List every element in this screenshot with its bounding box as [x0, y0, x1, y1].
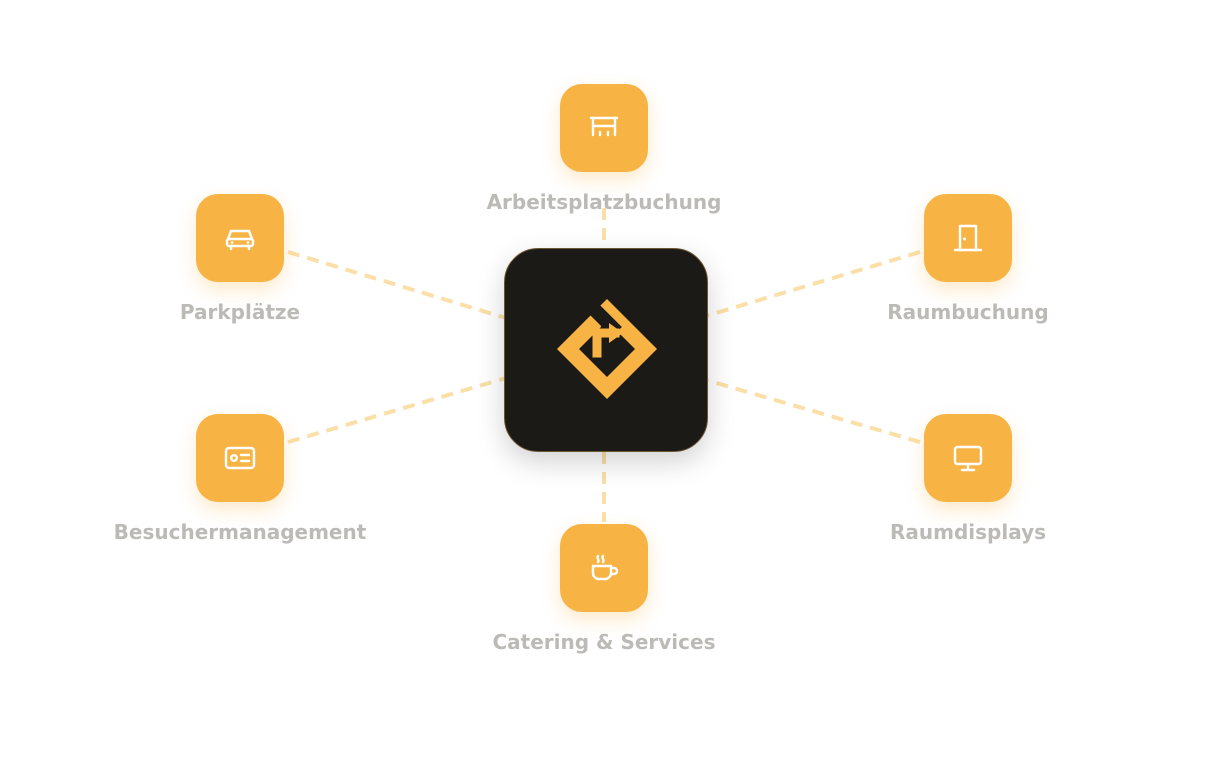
- id-card-icon: [224, 446, 256, 470]
- node-raumdisplays[interactable]: [924, 414, 1012, 502]
- connector-besuchermanagement: [287, 376, 507, 444]
- coffee-cup-icon: [591, 554, 619, 581]
- connector-raumdisplays: [705, 378, 921, 444]
- node-catering-services[interactable]: [560, 524, 648, 612]
- node-arbeitsplatzbuchung[interactable]: [560, 84, 648, 172]
- car-icon: [225, 229, 255, 251]
- door-icon: [953, 224, 983, 252]
- label-raumbuchung: Raumbuchung: [887, 300, 1049, 324]
- label-besuchermanagement: Besuchermanagement: [113, 520, 367, 544]
- node-raumbuchung[interactable]: [924, 194, 1012, 282]
- node-besuchermanagement[interactable]: [196, 414, 284, 502]
- logo-diamond-arrow-icon: [557, 299, 657, 399]
- node-parkplaetze[interactable]: [196, 194, 284, 282]
- label-raumdisplays: Raumdisplays: [889, 520, 1047, 544]
- monitor-icon: [953, 445, 983, 472]
- desk-icon: [589, 116, 619, 137]
- label-arbeitsplatzbuchung: Arbeitsplatzbuchung: [486, 190, 722, 214]
- central-hub: [504, 248, 708, 452]
- connector-parkplaetze: [287, 250, 507, 320]
- connector-raumbuchung: [705, 250, 921, 318]
- label-catering-services: Catering & Services: [492, 630, 716, 654]
- label-parkplaetze: Parkplätze: [179, 300, 301, 324]
